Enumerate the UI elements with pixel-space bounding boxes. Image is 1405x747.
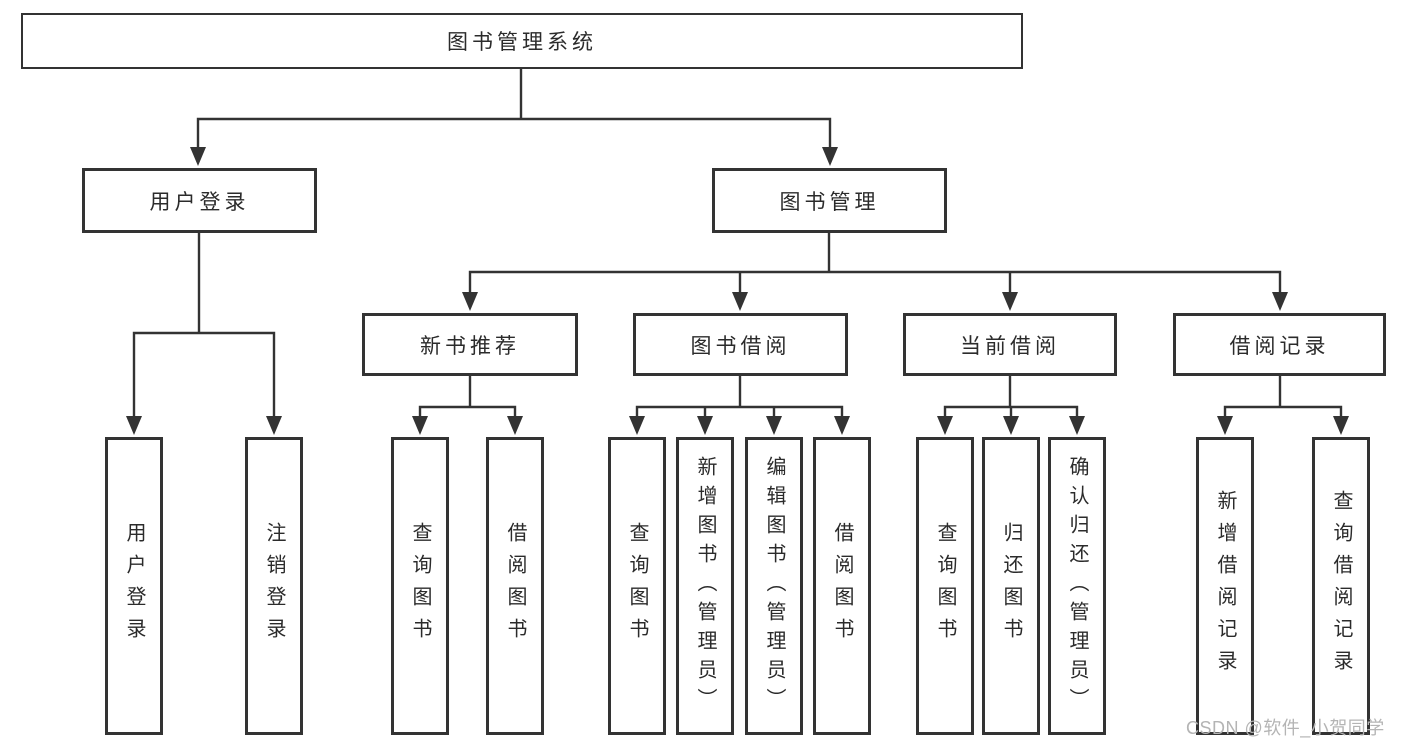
- node-book-borrow: 图书借阅: [633, 313, 848, 376]
- leaf-edit-book-admin: 编辑图书（管理员）: [745, 437, 803, 735]
- node-new-book-recommend: 新书推荐: [362, 313, 578, 376]
- leaf-logout-label: 注销登录: [263, 522, 285, 650]
- node-book-management: 图书管理: [712, 168, 947, 233]
- leaf-add-borrow-record: 新增借阅记录: [1196, 437, 1254, 735]
- node-library-system: 图书管理系统: [21, 13, 1023, 69]
- leaf-query-borrow-record-label: 查询借阅记录: [1330, 490, 1352, 682]
- leaf-add-borrow-record-label: 新增借阅记录: [1214, 490, 1236, 682]
- node-book-borrow-label: 图书借阅: [690, 334, 791, 358]
- leaf-borrow-books-label: 借阅图书: [831, 522, 853, 650]
- node-current-borrow: 当前借阅: [903, 313, 1117, 376]
- leaf-query-books-recommend-label: 查询图书: [409, 522, 431, 650]
- leaf-query-borrow-record: 查询借阅记录: [1312, 437, 1370, 735]
- leaf-add-book-admin-label: 新增图书（管理员）: [694, 455, 716, 717]
- leaf-return-book: 归还图书: [982, 437, 1040, 735]
- arrowhead-icons: [126, 147, 1349, 435]
- leaf-confirm-return-admin: 确认归还（管理员）: [1048, 437, 1106, 735]
- node-user-login: 用户登录: [82, 168, 317, 233]
- leaf-query-books-borrow: 查询图书: [608, 437, 666, 735]
- node-book-management-label: 图书管理: [779, 190, 880, 214]
- leaf-query-books-current: 查询图书: [916, 437, 974, 735]
- leaf-add-book-admin: 新增图书（管理员）: [676, 437, 734, 735]
- leaf-edit-book-admin-label: 编辑图书（管理员）: [763, 455, 785, 717]
- leaf-logout: 注销登录: [245, 437, 303, 735]
- node-library-system-label: 图书管理系统: [447, 31, 597, 54]
- csdn-watermark: CSDN @软件_小贺同学: [1186, 718, 1385, 738]
- node-user-login-label: 用户登录: [149, 190, 250, 214]
- node-borrow-records-label: 借阅记录: [1229, 334, 1330, 358]
- leaf-query-books-current-label: 查询图书: [934, 522, 956, 650]
- leaf-confirm-return-admin-label: 确认归还（管理员）: [1066, 455, 1088, 717]
- leaf-query-books-borrow-label: 查询图书: [626, 522, 648, 650]
- node-new-book-recommend-label: 新书推荐: [420, 334, 520, 358]
- leaf-return-book-label: 归还图书: [1000, 522, 1022, 650]
- leaf-query-books-recommend: 查询图书: [391, 437, 449, 735]
- node-current-borrow-label: 当前借阅: [960, 334, 1060, 358]
- leaf-user-login-label: 用户登录: [123, 522, 145, 650]
- leaf-borrow-books-recommend: 借阅图书: [486, 437, 544, 735]
- leaf-borrow-books-recommend-label: 借阅图书: [504, 522, 526, 650]
- tree-lines: [132, 69, 1343, 419]
- leaf-user-login: 用户登录: [105, 437, 163, 735]
- leaf-borrow-books: 借阅图书: [813, 437, 871, 735]
- node-borrow-records: 借阅记录: [1173, 313, 1386, 376]
